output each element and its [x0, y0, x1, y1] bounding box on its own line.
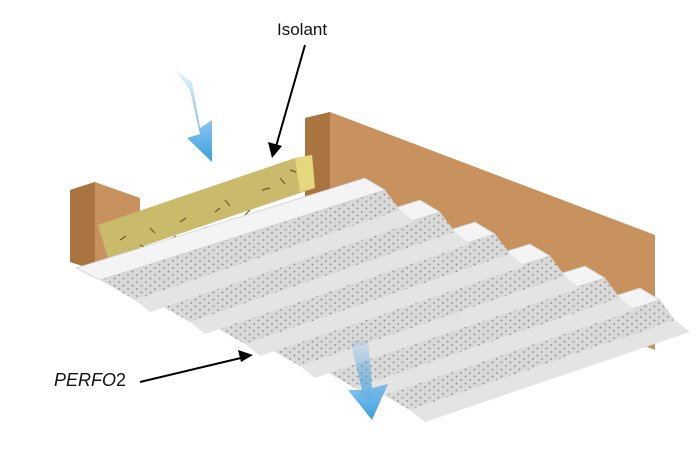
panel-valley [375, 300, 675, 410]
panel-valley [210, 234, 510, 344]
panel-rib-side [300, 276, 580, 378]
perfo2-label: PERFO2 [54, 370, 126, 391]
panel-rib-side [190, 232, 470, 334]
isolant-arrowhead [268, 142, 282, 158]
panel-valley [155, 212, 455, 322]
panel-valley [265, 256, 565, 366]
airflow-arrow-top [175, 70, 212, 162]
perfo-leader-line [139, 356, 246, 383]
panel-rib-side [135, 210, 415, 312]
panel-rib-side [245, 254, 525, 356]
panel-valley [320, 278, 620, 388]
panel-rib-side [410, 320, 690, 422]
perfo-arrowhead [238, 350, 253, 362]
perfo-label-name: PERFO [54, 370, 117, 390]
panel-valley [100, 190, 400, 300]
perfo-label-suffix: 2 [116, 370, 127, 390]
panel-rib-ridge [74, 177, 386, 281]
panel-rib-side [355, 298, 635, 400]
airflow-arrow-bottom [348, 340, 388, 420]
isolant-leader-line [274, 44, 306, 151]
isolant-label: Isolant [277, 20, 328, 39]
perforated-steel-panel [74, 177, 690, 422]
